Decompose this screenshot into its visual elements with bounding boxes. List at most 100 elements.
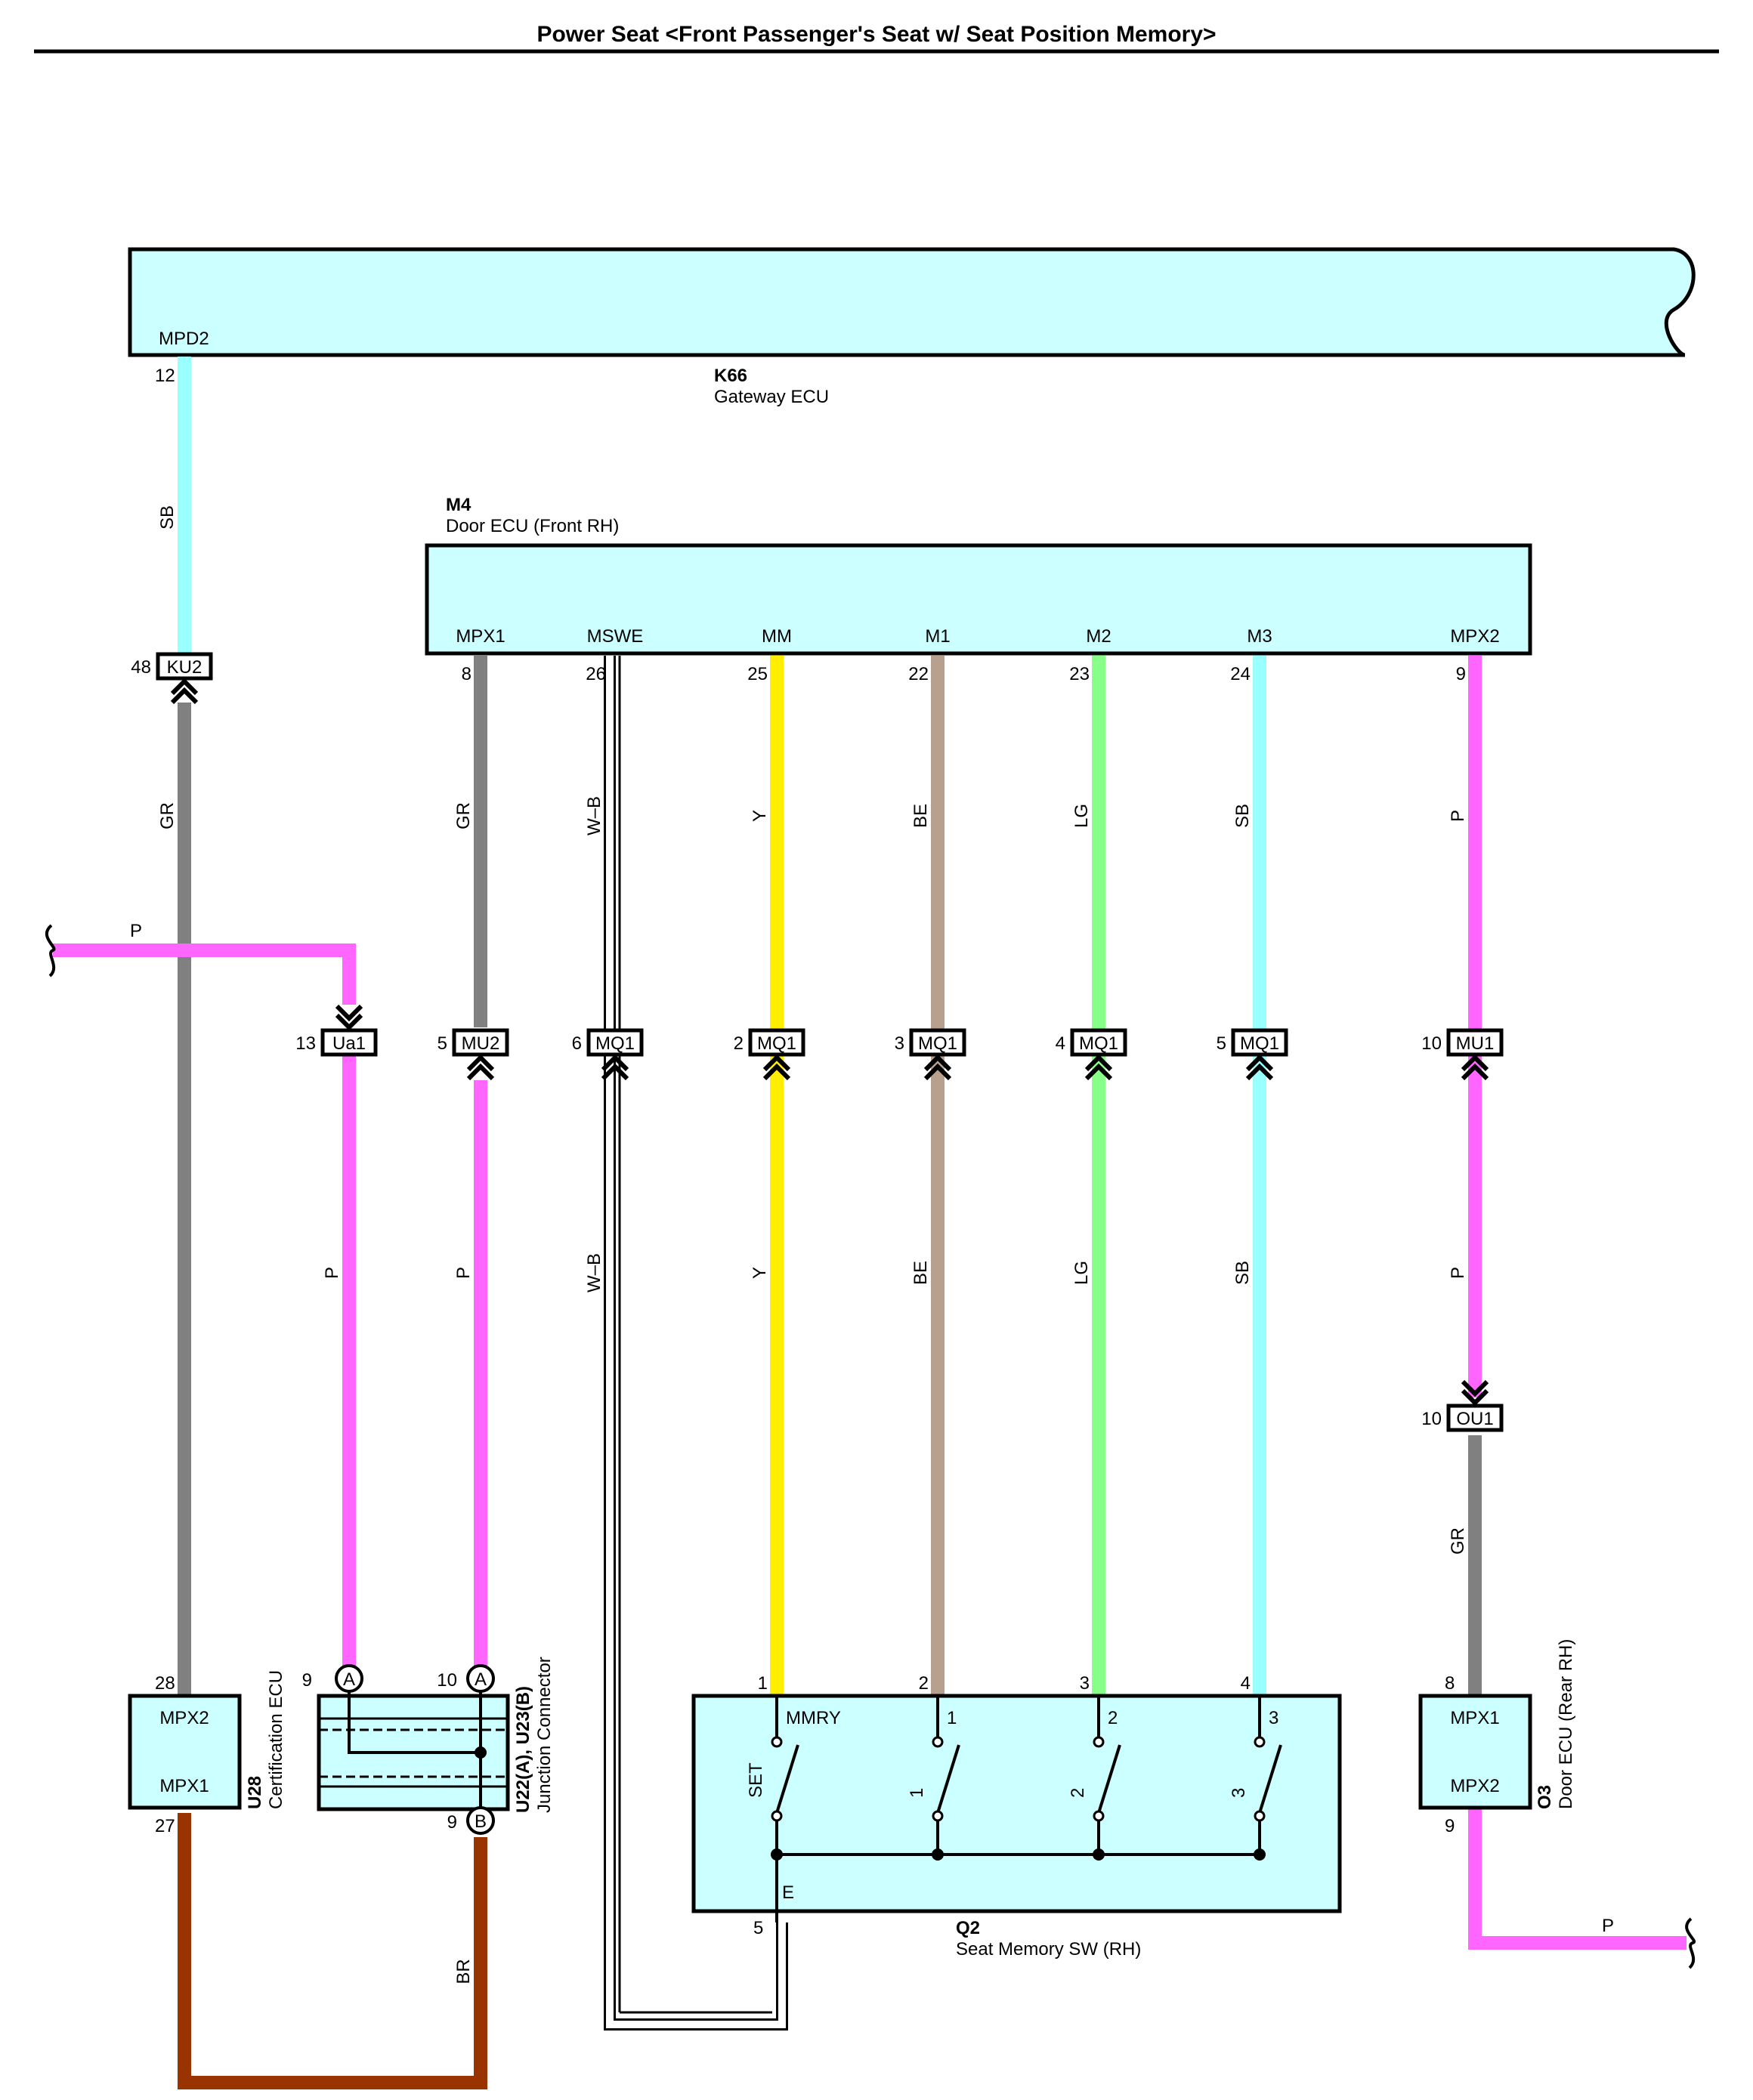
connector-mq1_b-label: MQ1 bbox=[757, 1033, 796, 1054]
m4-pin-m2: 23 bbox=[1069, 664, 1090, 684]
q2-switch-label-1: SET bbox=[746, 1762, 766, 1798]
wire-label-be-top: BE bbox=[911, 804, 931, 828]
connector-mq1_a-label: MQ1 bbox=[595, 1033, 635, 1054]
connector-mq1_c-label: MQ1 bbox=[918, 1033, 957, 1054]
u22-junction-dot bbox=[475, 1746, 487, 1759]
wire-label-sb-bot2: SB bbox=[1232, 1261, 1253, 1285]
m4-terminal-mswe: MSWE bbox=[587, 626, 644, 647]
connector-ku2-chevron bbox=[170, 678, 199, 705]
u22-pin-a1: 9 bbox=[302, 1670, 312, 1691]
wire-label-be-bot: BE bbox=[911, 1261, 931, 1285]
wire-label-wb-top: W–B bbox=[584, 796, 604, 835]
u28-terminal-bottom: MPX1 bbox=[159, 1776, 209, 1796]
connector-mq1_a-pin: 6 bbox=[572, 1033, 582, 1054]
connector-mq1_c: MQ1 3 bbox=[895, 1028, 966, 1057]
wire-br bbox=[178, 1813, 487, 2089]
connector-mu1: MU1 10 bbox=[1421, 1028, 1504, 1057]
connector-mq1_d-pin: 4 bbox=[1056, 1033, 1065, 1054]
connector-mq1_e-chevron bbox=[1245, 1054, 1274, 1081]
u22-pin-b: 9 bbox=[447, 1812, 457, 1833]
connector-mq1_e: MQ1 5 bbox=[1217, 1028, 1288, 1057]
connector-ua1-label: Ua1 bbox=[332, 1033, 366, 1054]
wire-label-p-ua1: P bbox=[322, 1267, 342, 1279]
wire-label-sb-top: SB bbox=[157, 505, 178, 530]
connector-mq1_c-chevron bbox=[923, 1054, 952, 1081]
wire-label-p-left: P bbox=[130, 921, 142, 941]
o3-pin-bottom: 9 bbox=[1445, 1816, 1455, 1836]
u22-mark-a2 bbox=[466, 1664, 495, 1693]
k66-code: K66 bbox=[714, 366, 747, 386]
m4-pin-m1: 22 bbox=[908, 664, 929, 684]
q2-switch-2: 211 bbox=[907, 1673, 960, 1861]
m4-terminal-mm: MM bbox=[762, 626, 792, 647]
connector-ou1-pin: 10 bbox=[1421, 1409, 1442, 1429]
page-title: Power Seat <Front Passenger's Seat w/ Se… bbox=[536, 22, 1216, 47]
p-left-break bbox=[45, 924, 56, 977]
wire-label-p-mid: P bbox=[1448, 1267, 1468, 1279]
wire-label-gr-m4: GR bbox=[453, 802, 474, 829]
connector-ua1-pin: 13 bbox=[295, 1033, 316, 1054]
q2-ground-pin: 5 bbox=[753, 1918, 763, 1938]
connector-mu1-chevron bbox=[1461, 1054, 1489, 1081]
wire-label-p-mu2: P bbox=[453, 1267, 474, 1279]
u22-mark-b-label: B bbox=[475, 1811, 487, 1832]
wire-p-o3 bbox=[1468, 1809, 1687, 1950]
q2-pin-4: 4 bbox=[1241, 1673, 1251, 1694]
q2-pin-2: 2 bbox=[919, 1673, 929, 1694]
connector-mq1_d: MQ1 4 bbox=[1056, 1028, 1127, 1057]
connector-ua1-chevron bbox=[335, 1004, 363, 1031]
m4-terminal-m1: M1 bbox=[925, 626, 950, 647]
connector-mq1_e-pin: 5 bbox=[1217, 1033, 1226, 1054]
q2-switch-4: 433 bbox=[1229, 1673, 1282, 1861]
wire-label-p-right: P bbox=[1602, 1916, 1614, 1936]
connector-ou1-chevron bbox=[1461, 1379, 1489, 1407]
connector-ku2-label: KU2 bbox=[167, 657, 203, 678]
q2-terminal-2: 1 bbox=[947, 1708, 957, 1728]
m4-door-ecu-box bbox=[425, 543, 1532, 656]
connector-mq1_d-label: MQ1 bbox=[1079, 1033, 1118, 1054]
m4-terminal-m3: M3 bbox=[1247, 626, 1272, 647]
connector-mu1-label: MU1 bbox=[1456, 1033, 1495, 1054]
m4-terminal-m2: M2 bbox=[1086, 626, 1111, 647]
k66-pin: 12 bbox=[155, 366, 175, 386]
o3-door-ecu-rear-box bbox=[1418, 1694, 1532, 1810]
k66-gateway-ecu-box bbox=[128, 247, 1696, 357]
q2-seat-memory-switch-box bbox=[691, 1694, 1342, 1913]
q2-switch-label-4: 3 bbox=[1229, 1788, 1249, 1798]
wire-label-lg-bot: LG bbox=[1071, 1261, 1092, 1285]
wire-label-lg-top: LG bbox=[1071, 804, 1092, 828]
u28-code: U28 bbox=[245, 1776, 265, 1809]
q2-pin-1: 1 bbox=[758, 1673, 768, 1694]
u22-bus-a bbox=[348, 1690, 481, 1754]
wire-label-p-top: P bbox=[1448, 810, 1468, 822]
connector-mu2-pin: 5 bbox=[437, 1033, 447, 1054]
u28-pin-top: 28 bbox=[155, 1673, 175, 1694]
q2-terminal-1: MMRY bbox=[786, 1708, 841, 1728]
connector-ua1: Ua1 13 bbox=[295, 1028, 378, 1057]
m4-terminal-mpx1: MPX1 bbox=[456, 626, 505, 647]
o3-terminal-top: MPX1 bbox=[1450, 1708, 1499, 1728]
m4-terminal-mpx2: MPX2 bbox=[1450, 626, 1499, 647]
u22-mark-a1-label: A bbox=[343, 1669, 355, 1690]
u22-name: Junction Connector bbox=[534, 1657, 555, 1813]
connector-mq1_e-label: MQ1 bbox=[1240, 1033, 1279, 1054]
connector-mq1_a-chevron bbox=[601, 1054, 629, 1081]
connector-mu1-pin: 10 bbox=[1421, 1033, 1442, 1054]
connector-mq1_c-pin: 3 bbox=[895, 1033, 904, 1054]
u22-code: U22(A), U23(B) bbox=[513, 1686, 533, 1813]
q2-terminal-3: 2 bbox=[1108, 1708, 1118, 1728]
o3-code: O3 bbox=[1535, 1785, 1555, 1809]
connector-mu2-label: MU2 bbox=[462, 1033, 500, 1054]
q2-name: Seat Memory SW (RH) bbox=[956, 1939, 1141, 1959]
m4-code: M4 bbox=[446, 495, 471, 515]
connector-mq1_b-chevron bbox=[762, 1054, 791, 1081]
o3-pin-top: 8 bbox=[1445, 1673, 1455, 1694]
m4-pin-mpx2: 9 bbox=[1456, 664, 1466, 684]
k66-name: Gateway ECU bbox=[714, 387, 829, 407]
p-right-break bbox=[1685, 1917, 1696, 1969]
m4-pin-mpx1: 8 bbox=[462, 664, 471, 684]
